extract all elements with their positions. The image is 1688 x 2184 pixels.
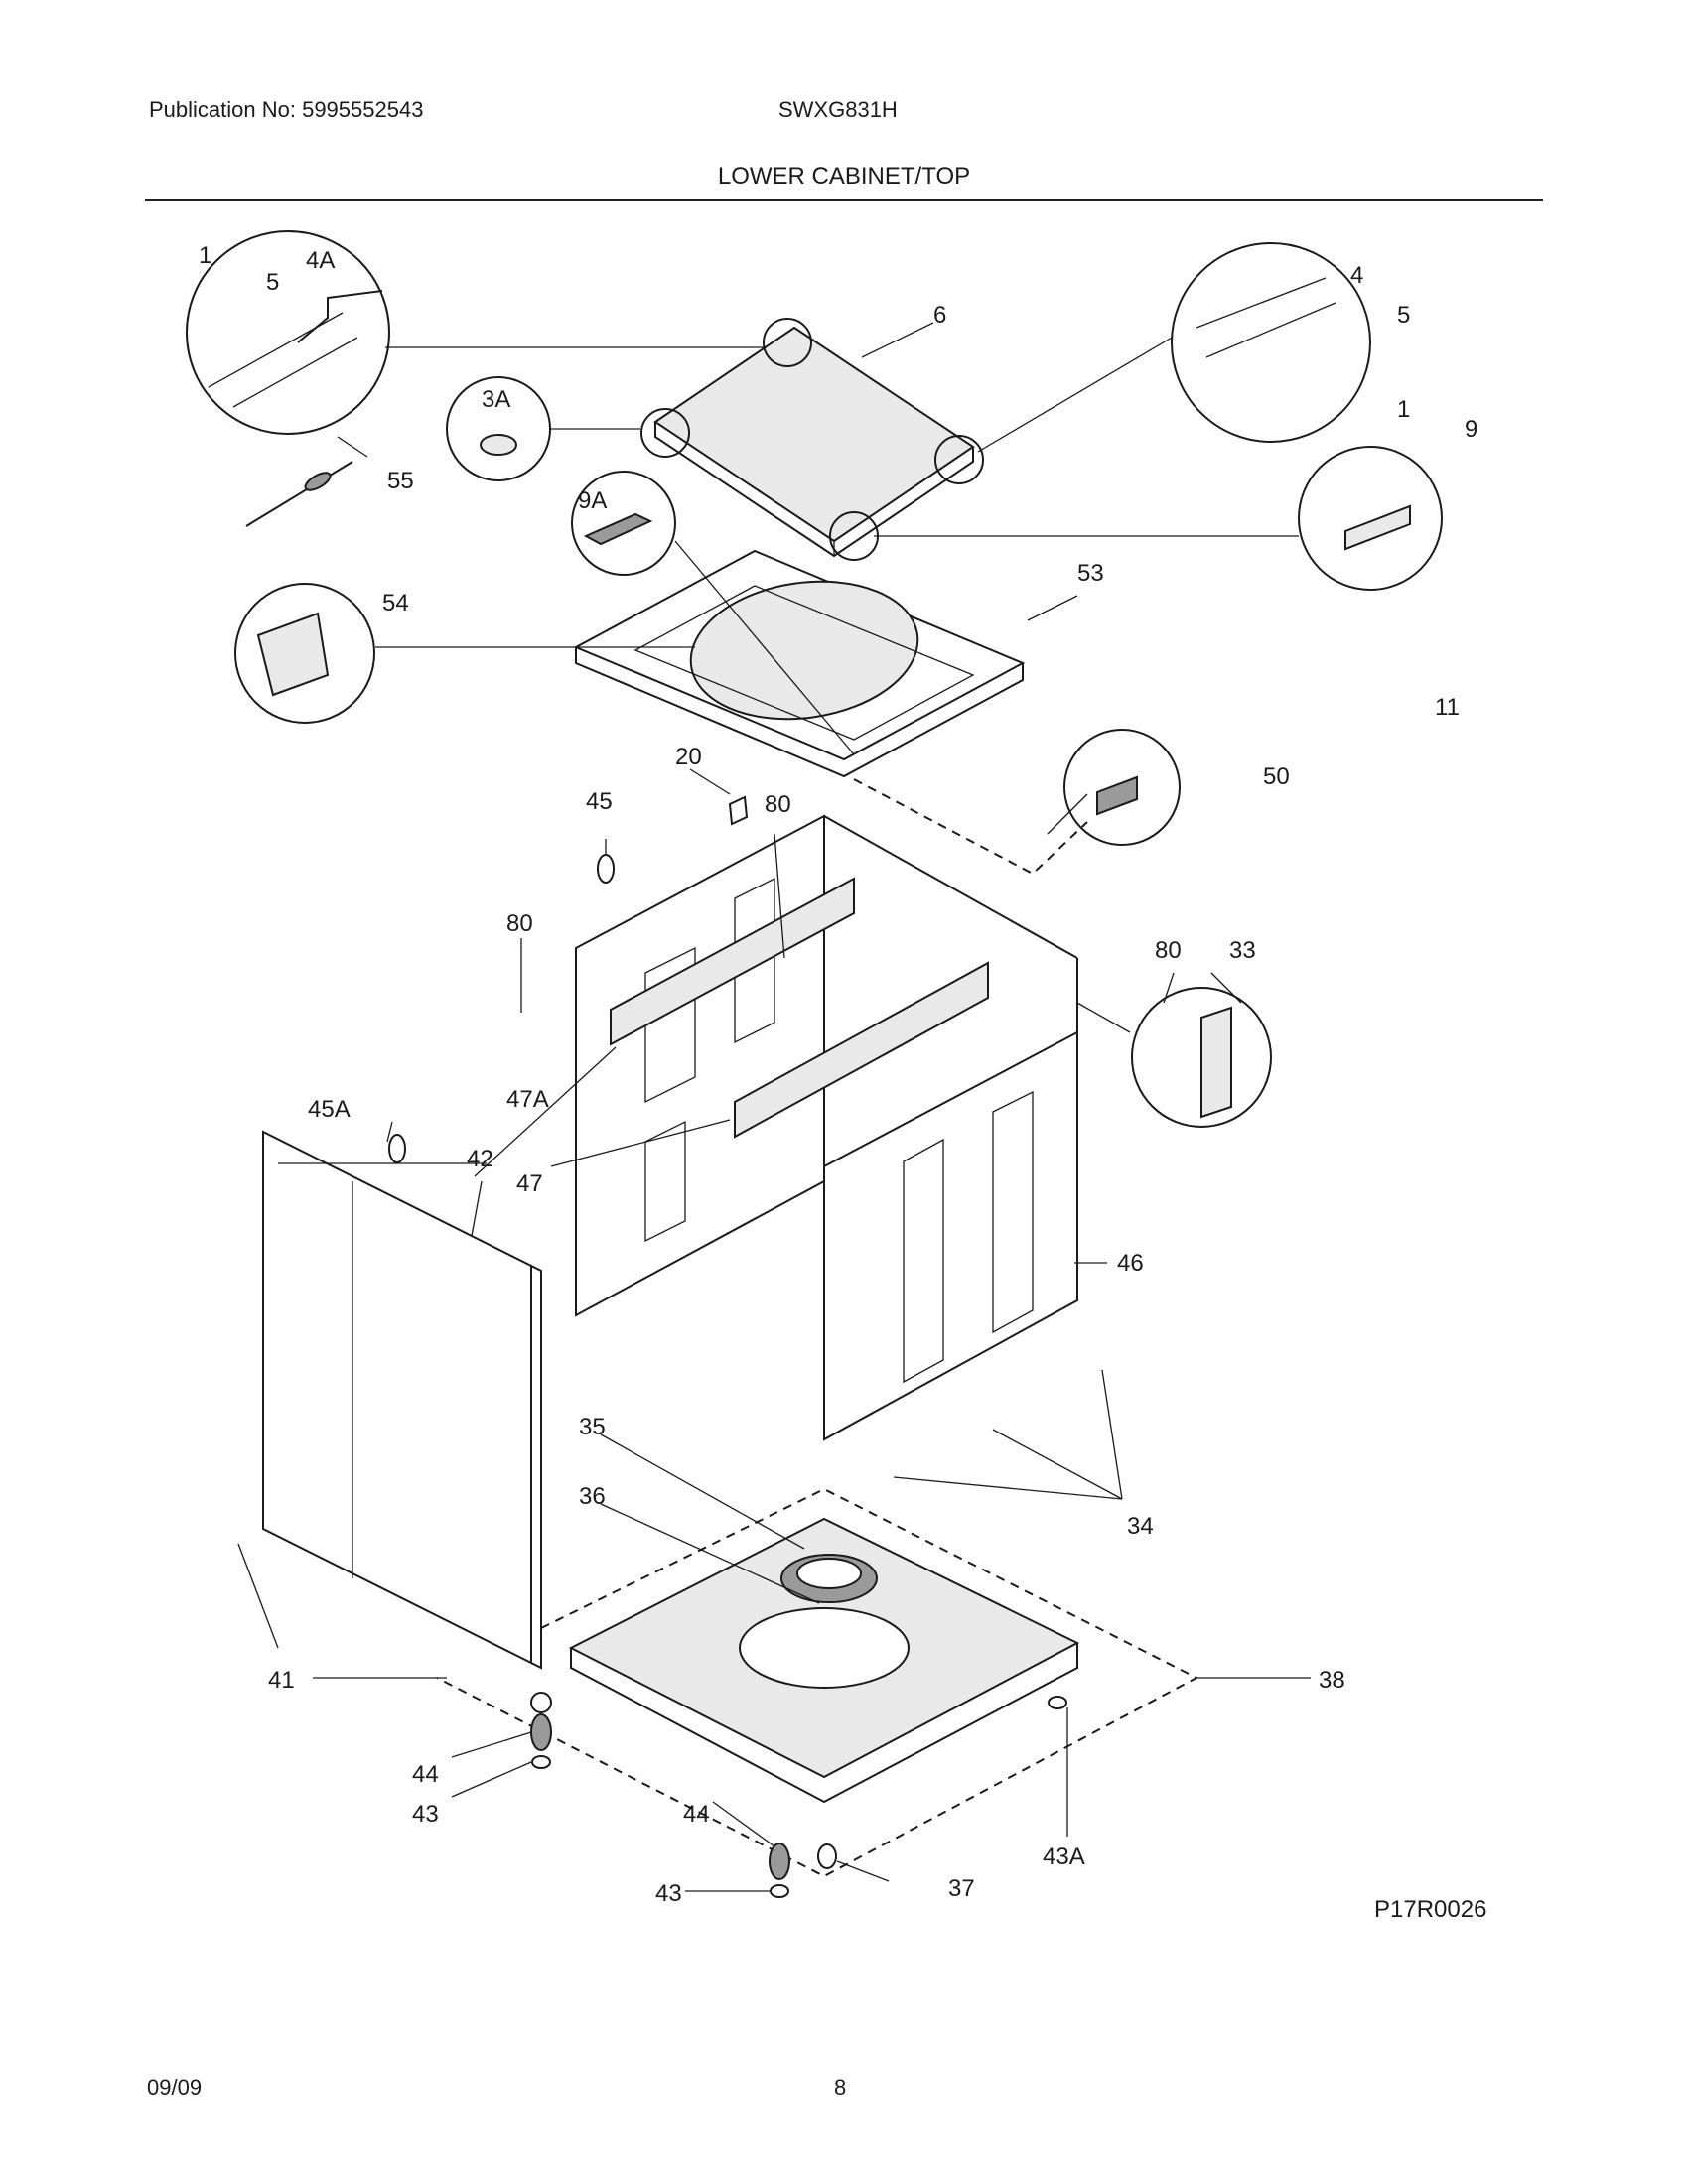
callout-9: 9	[1465, 416, 1477, 443]
callout-1: 1	[1397, 396, 1410, 423]
detail-circle-lid-switch	[1298, 446, 1443, 591]
callout-47a: 47A	[506, 1086, 549, 1113]
footer-date: 09/09	[147, 2075, 203, 2100]
page-title: LOWER CABINET/TOP	[717, 163, 971, 190]
detail-circle-hinge-left	[186, 230, 390, 435]
callout-46: 46	[1117, 1250, 1144, 1277]
page-number: 8	[834, 2075, 847, 2100]
publication-number: Publication No: 5995552543	[149, 97, 424, 122]
brace-part-47	[734, 961, 989, 1139]
callout-80: 80	[1155, 937, 1182, 964]
callout-43: 43	[655, 1880, 682, 1907]
callout-47: 47	[516, 1170, 543, 1197]
spring-part-55	[245, 461, 353, 527]
callout-43a: 43A	[1043, 1843, 1085, 1870]
header-divider	[145, 199, 1543, 201]
lid-part-6	[640, 318, 984, 561]
detail-circle-part-50	[1063, 729, 1181, 846]
hardware-parts	[388, 795, 1067, 1898]
callout-44: 44	[683, 1801, 710, 1828]
callout-3a: 3A	[482, 386, 510, 413]
leader-lines	[237, 322, 1311, 1892]
detail-circle-part-9a	[571, 471, 676, 576]
callout-33: 33	[1229, 937, 1256, 964]
callout-35: 35	[579, 1414, 606, 1440]
model-number: SWXG831H	[778, 97, 898, 122]
callout-20: 20	[675, 744, 702, 770]
callout-4a: 4A	[306, 247, 335, 274]
callout-80: 80	[765, 791, 791, 818]
callout-53: 53	[1077, 560, 1104, 587]
top-panel-part-53	[573, 549, 1026, 778]
brace-part-47a	[610, 877, 855, 1046]
detail-circle-part-3a	[446, 376, 551, 481]
callout-50: 50	[1263, 763, 1290, 790]
callout-9a: 9A	[578, 487, 607, 514]
callout-4: 4	[1350, 262, 1363, 289]
callout-5: 5	[1397, 302, 1410, 329]
callout-80: 80	[506, 910, 533, 937]
side-panel-part-46	[823, 958, 1078, 1441]
callout-44: 44	[412, 1761, 439, 1788]
callout-41: 41	[268, 1667, 295, 1694]
callout-54: 54	[382, 590, 409, 616]
callout-11: 11	[1435, 694, 1460, 721]
callout-42: 42	[467, 1146, 493, 1172]
base-part-38	[436, 1487, 1199, 1878]
callout-45a: 45A	[308, 1096, 351, 1123]
callout-55: 55	[387, 468, 414, 494]
front-panel-part-42	[262, 1130, 542, 1670]
detail-circle-part-54	[234, 583, 375, 724]
detail-circle-part-33	[1131, 987, 1272, 1128]
callout-6: 6	[933, 302, 946, 329]
callout-34: 34	[1127, 1513, 1154, 1540]
callout-1: 1	[199, 242, 211, 269]
detail-circle-hinge-right	[1171, 242, 1371, 443]
callout-45: 45	[586, 788, 613, 815]
callout-labels: 1 4A 5 3A 6 4 5 1 9 11 55 9A 53 54 50 20…	[199, 242, 1477, 1907]
callout-36: 36	[579, 1483, 606, 1510]
callout-37: 37	[948, 1875, 975, 1902]
figure-code: P17R0026	[1374, 1896, 1487, 1923]
callout-43: 43	[412, 1801, 439, 1828]
callout-5: 5	[266, 269, 279, 296]
callout-38: 38	[1319, 1667, 1345, 1694]
